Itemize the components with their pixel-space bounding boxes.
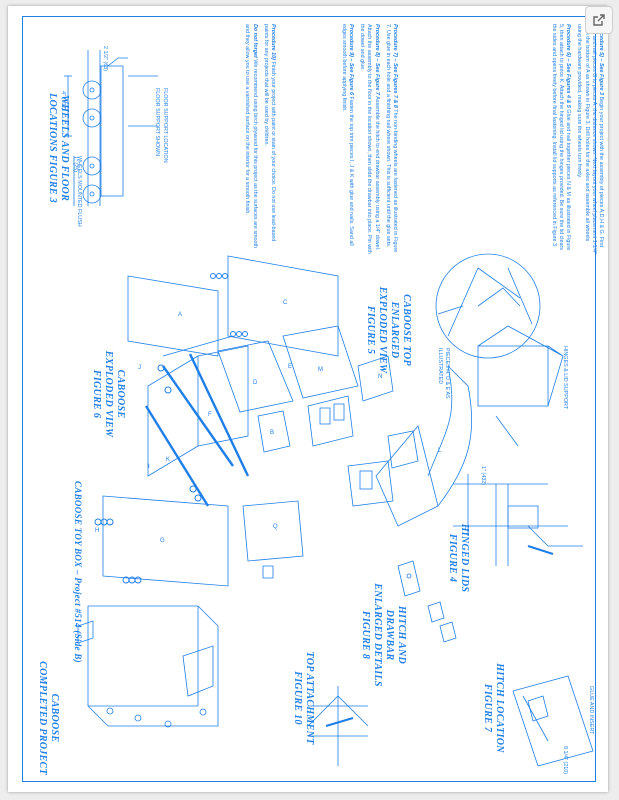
hinged-lid-detail: [453, 474, 583, 566]
figure-3-drawing: [64, 50, 158, 206]
note-hinges: HINGES & LID SUPPORT: [562, 346, 568, 410]
instructions-column-2: Procedure 7) – See Figures 7 & 8 The non…: [336, 24, 398, 254]
dim-5: 1" (432): [480, 466, 486, 485]
instructions-column-3: Procedure 10) Finish your project with p…: [239, 24, 276, 254]
figure-6-title: CABOOSE EXPLODED VIEW FIGURE 6: [91, 350, 126, 438]
figure-4-drawing: [435, 253, 564, 447]
figure-5-title: CABOOSE TOP ENLARGED EXPLODED VIEW FIGUR…: [365, 286, 412, 374]
dim-6: 8 1/4" (210): [562, 746, 568, 774]
instr-7-body: We recommend using birch plywood for thi…: [244, 24, 258, 249]
dim-1: 2 1/2" (63): [102, 46, 108, 71]
figure-9-drawing: [77, 605, 219, 728]
open-new-window-button[interactable]: [585, 6, 613, 34]
sheet-footer-title: CABOOSE TOY BOX – Project #514 (Side B): [73, 481, 83, 663]
instr-4-heading: Procedure 8) – See Figure 7: [373, 24, 380, 96]
figure-7-drawing: [512, 675, 594, 767]
figure-9-title: CABOOSE COMPLETED PROJECT: [37, 661, 60, 775]
plan-sheet: A B C D E F G H I J K L M N Q Procedure …: [8, 6, 608, 792]
figure-7-title: HITCH LOCATION FIGURE 7: [482, 663, 505, 753]
note-glue-insert: GLUE AND INSERT: [588, 686, 594, 735]
blueprint-drawing: [64, 50, 594, 767]
instr-5-heading: Procedure 9) – See Figure 6: [347, 24, 354, 96]
figure-5-drawing: [282, 325, 473, 527]
figure-10-title: TOP ATTACHMENT FIGURE 10: [292, 651, 315, 745]
external-link-icon: [593, 14, 605, 26]
sheet-border: [22, 16, 596, 782]
note-floor-shown: FLOOR SUPPORT SHOWN: [154, 88, 160, 157]
instr-2-heading: Procedure 6) – See Figures 4 & 5: [565, 24, 572, 108]
instr-3-heading: Procedure 7) – See Figures 7 & 8: [392, 24, 398, 108]
figure-8-title: HITCH AND DRAWBAR ENLARGED DETAILS FIGUR…: [360, 583, 407, 687]
instr-7-heading: Do not forget: [251, 24, 258, 58]
figure-3-title: WHEELS AND FLOOR LOCATIONS FIGURE 3: [47, 93, 70, 203]
dim-3: 1" (25): [72, 156, 78, 172]
instr-6-heading: Procedure 10): [270, 24, 276, 60]
note-floor-support: FLOOR SUPPORT LOCATION: [162, 88, 168, 163]
figure-6-drawing: [94, 255, 339, 587]
figure-8-drawing: [397, 560, 457, 643]
instr-1-heading: Procedure 5) – See Figure 3: [598, 24, 604, 96]
figure-10-drawing: [307, 686, 369, 766]
figure-4-title: HINGED LIDS FIGURE 4: [447, 523, 470, 593]
note-pieces: PIECES H, D & E AS ILLUSTRATED: [436, 348, 450, 399]
instructions-column: Procedure 5) – See Figure 3 Begin your p…: [546, 24, 604, 254]
